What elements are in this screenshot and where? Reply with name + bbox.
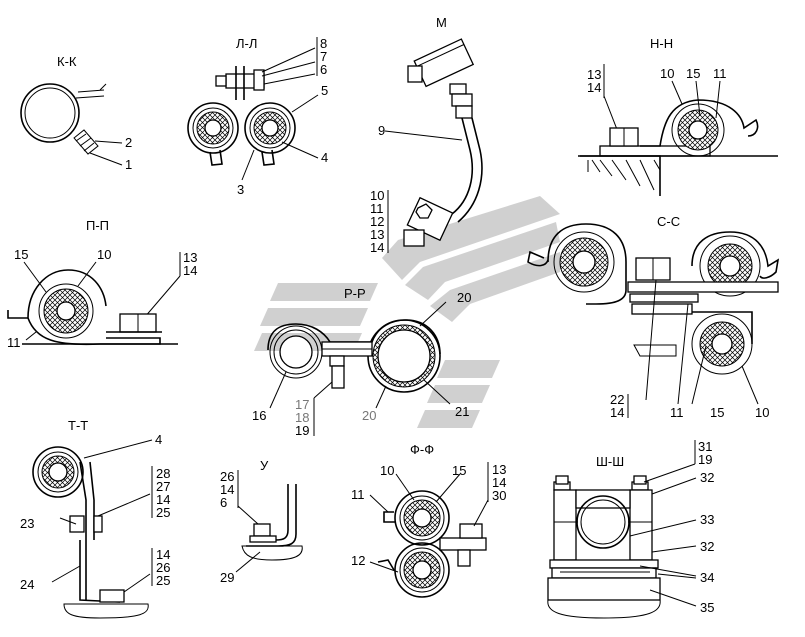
callout-nn-15: 15 — [686, 66, 700, 81]
callout-rr-20a: 20 — [457, 290, 471, 305]
section-title-kk: К-К — [57, 54, 77, 69]
stack-ff-14: 14 — [492, 475, 506, 490]
stack-m-10: 10 — [370, 188, 384, 203]
callout-u-29: 29 — [220, 570, 234, 585]
stack-cc-22: 22 — [610, 392, 624, 407]
section-ff: Ф-Ф 11 10 15 12 13 14 30 — [351, 442, 506, 598]
callout-shsh-32b: 32 — [700, 539, 714, 554]
stack-tt-14a: 14 — [156, 492, 170, 507]
callout-ff-12: 12 — [351, 553, 365, 568]
stack-u-6: 6 — [220, 495, 227, 510]
callout-rr-20b: 20 — [362, 408, 376, 423]
callout-ll-3: 3 — [237, 182, 244, 197]
callout-ll-5: 5 — [321, 83, 328, 98]
section-title-ll: Л-Л — [236, 36, 257, 51]
callout-shsh-35: 35 — [700, 600, 714, 615]
callout-pp-10: 10 — [97, 247, 111, 262]
section-kk: К-К 2 1 — [20, 54, 132, 172]
callout-shsh-32a: 32 — [700, 470, 714, 485]
stack-m-14: 14 — [370, 240, 384, 255]
stack-nn-14: 14 — [587, 80, 601, 95]
stack-rr-18: 18 — [295, 410, 309, 425]
callout-cc-11: 11 — [670, 405, 684, 420]
callout-shsh-33: 33 — [700, 512, 714, 527]
section-tt: Т-Т 4 23 24 28 27 14 25 14 26 25 — [20, 418, 170, 619]
stack-tt-25b: 25 — [156, 573, 170, 588]
callout-nn-10: 10 — [660, 66, 674, 81]
stack-tt-14b: 14 — [156, 547, 170, 562]
stack-m-11: 11 — [370, 201, 384, 216]
callout-cc-15: 15 — [710, 405, 724, 420]
stack-shsh-31: 31 — [698, 439, 712, 454]
section-title-m: М — [436, 15, 447, 30]
stack-ff-30: 30 — [492, 488, 506, 503]
stack-cc-14: 14 — [610, 405, 624, 420]
section-shsh: Ш-Ш 31 19 32 33 32 34 35 — [547, 439, 714, 619]
callout-tt-4: 4 — [155, 432, 162, 447]
section-nn: Н-Н 13 14 10 15 11 — [578, 36, 778, 196]
callout-ll-4: 4 — [321, 150, 328, 165]
stack-rr-19: 19 — [295, 423, 309, 438]
callout-cc-10: 10 — [755, 405, 769, 420]
section-title-nn: Н-Н — [650, 36, 673, 51]
callout-rr-21: 21 — [455, 404, 469, 419]
stack-ll-6: 6 — [320, 62, 327, 77]
section-title-tt: Т-Т — [68, 418, 88, 433]
stack-ll-8: 8 — [320, 36, 327, 51]
section-u: У 26 14 6 29 — [220, 458, 303, 585]
callout-ff-10: 10 — [380, 463, 394, 478]
callout-m-9: 9 — [378, 123, 385, 138]
section-pp: П-П 13 14 15 10 11 — [7, 218, 197, 350]
stack-tt-28: 28 — [156, 466, 170, 481]
callout-kk-1: 1 — [125, 157, 132, 172]
stack-u-26: 26 — [220, 469, 234, 484]
stack-tt-27: 27 — [156, 479, 170, 494]
stack-shsh-19: 19 — [698, 452, 712, 467]
stack-tt-25a: 25 — [156, 505, 170, 520]
section-title-pp: П-П — [86, 218, 109, 233]
callout-nn-11: 11 — [713, 66, 727, 81]
section-title-shsh: Ш-Ш — [596, 454, 624, 469]
section-m: М 9 10 11 12 13 14 — [370, 15, 483, 255]
callout-ff-11: 11 — [351, 487, 365, 502]
callout-tt-23: 23 — [20, 516, 34, 531]
section-title-ff: Ф-Ф — [410, 442, 434, 457]
callout-pp-11: 11 — [7, 335, 21, 350]
section-title-cc: С-С — [657, 214, 680, 229]
callout-pp-15: 15 — [14, 247, 28, 262]
callout-tt-24: 24 — [20, 577, 34, 592]
callout-shsh-34: 34 — [700, 570, 714, 585]
stack-m-12: 12 — [370, 214, 384, 229]
stack-rr-17: 17 — [295, 397, 309, 412]
section-title-rr: Р-Р — [344, 286, 366, 301]
stack-ll-7: 7 — [320, 49, 327, 64]
section-title-u: У — [260, 458, 269, 473]
stack-m-13: 13 — [370, 227, 384, 242]
callout-rr-16: 16 — [252, 408, 266, 423]
stack-u-14: 14 — [220, 482, 234, 497]
section-cc: С-С 22 14 11 15 10 — [527, 214, 780, 420]
callout-ff-15: 15 — [452, 463, 466, 478]
stack-pp-13: 13 — [183, 250, 197, 265]
stack-pp-14: 14 — [183, 263, 197, 278]
section-ll: Л-Л 8 7 6 5 4 3 — [187, 36, 328, 197]
stack-tt-26: 26 — [156, 560, 170, 575]
section-rr: Р-Р 20 16 20 21 17 18 19 — [252, 286, 471, 438]
callout-kk-2: 2 — [125, 135, 132, 150]
stack-nn-13: 13 — [587, 67, 601, 82]
stack-ff-13: 13 — [492, 462, 506, 477]
